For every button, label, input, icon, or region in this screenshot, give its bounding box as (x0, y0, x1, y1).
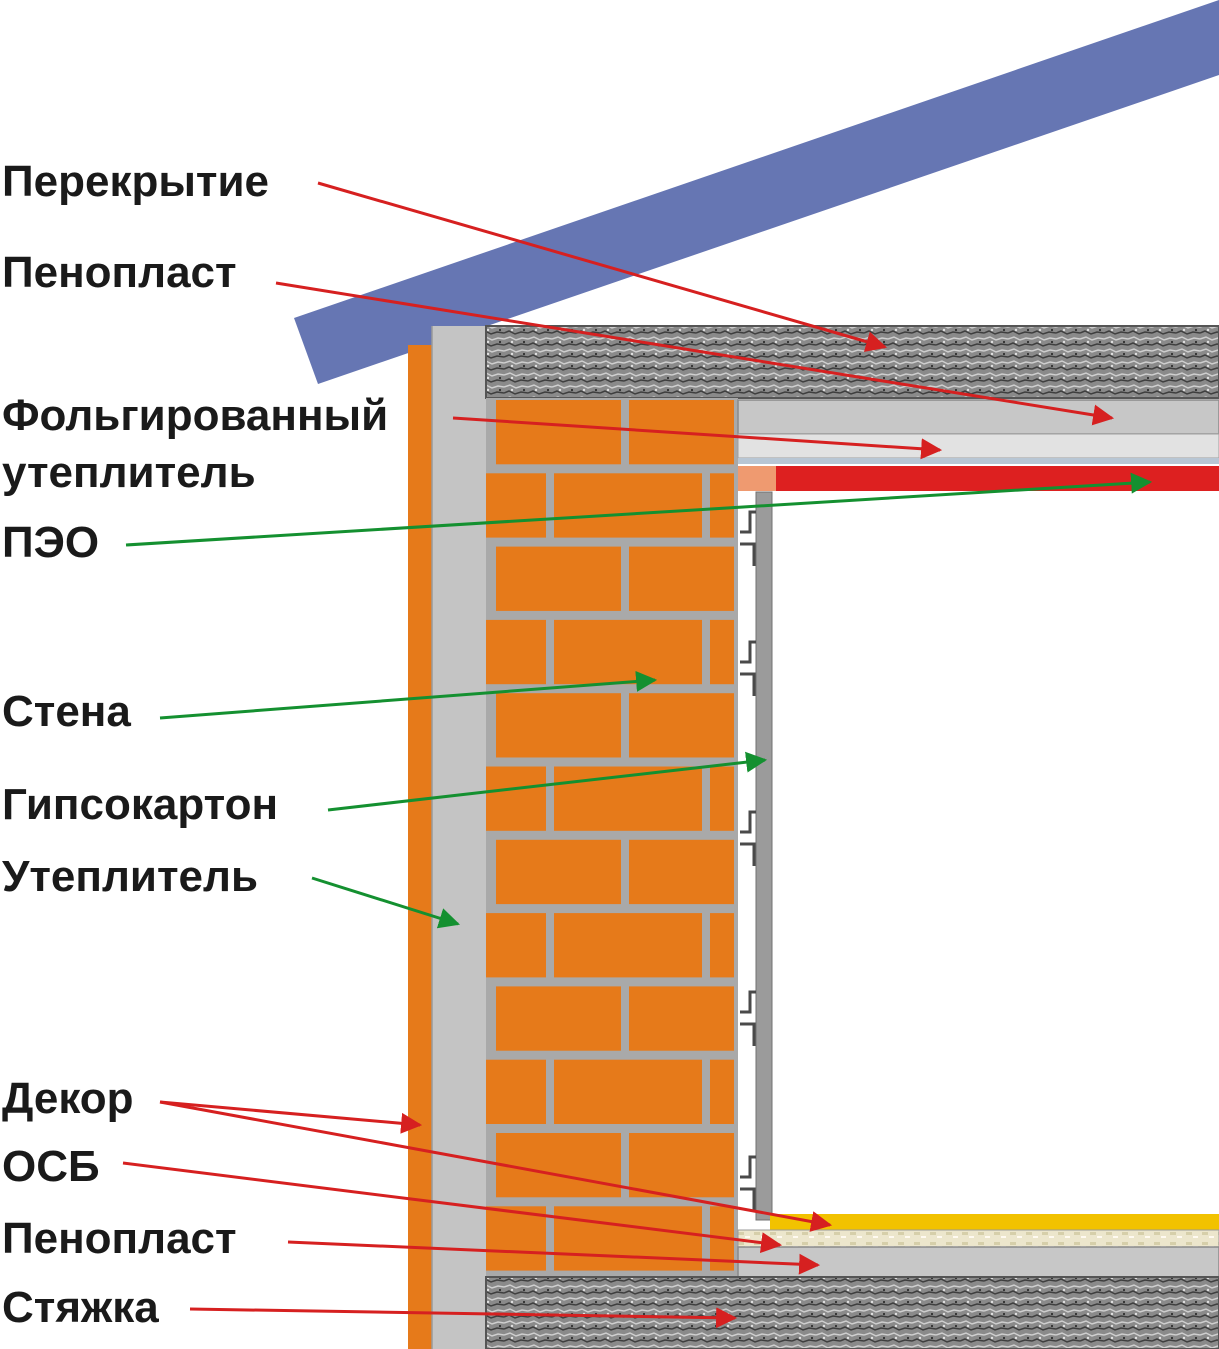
brick (496, 693, 621, 758)
profile-bracket (740, 810, 756, 866)
brick (554, 1059, 702, 1124)
ceiling-foil-insulation (737, 433, 1219, 459)
arrow-stena (159, 670, 658, 720)
label-uteplitel: Утеплитель (2, 852, 258, 901)
arrow-penoplast-bottom (287, 1240, 821, 1275)
label-stena: Стена (2, 687, 131, 736)
arrow-perekrytie (317, 181, 888, 352)
arrow-osb (122, 1161, 783, 1254)
arrows (122, 181, 1153, 1329)
exterior-insulation (432, 326, 486, 1349)
arrow-peo (125, 472, 1153, 547)
brick (554, 913, 702, 978)
profile-bracket (740, 640, 756, 696)
brick (486, 1206, 546, 1271)
brick (710, 473, 734, 538)
brick (710, 1059, 734, 1124)
arrow-gipsokarton (327, 751, 768, 812)
label-perekrytie: Перекрытие (2, 157, 269, 206)
brick-wall (486, 398, 738, 1278)
brick (710, 913, 734, 978)
ceiling-peo-strip (776, 466, 1219, 491)
brick (629, 986, 734, 1051)
label-styazhka: Стяжка (2, 1283, 159, 1332)
profile-bracket (740, 1155, 756, 1211)
decor-plaster-strip (408, 345, 432, 1349)
floor-decor-strip (770, 1214, 1219, 1230)
brick (554, 766, 702, 831)
brick (496, 546, 621, 611)
brick (629, 1133, 734, 1198)
label-foil-line2: утеплитель (2, 448, 256, 497)
drywall-profiles (740, 510, 756, 1211)
arrow-dekor-floor (159, 1100, 833, 1232)
brick (486, 619, 546, 685)
arrow-dekor-wall (159, 1100, 423, 1134)
brick (496, 1133, 621, 1198)
brick (486, 913, 546, 978)
label-osb: ОСБ (2, 1142, 100, 1191)
label-foil-line1: Фольгированный (2, 391, 389, 440)
roof-slab (294, 0, 1219, 384)
brick (496, 400, 621, 465)
brick (629, 546, 734, 611)
profile-bracket (740, 510, 756, 566)
label-dekor: Декор (2, 1074, 134, 1123)
brick (486, 473, 546, 538)
label-penoplast-bottom: Пенопласт (2, 1214, 237, 1263)
profile-bracket (740, 990, 756, 1046)
brick (496, 986, 621, 1051)
arrow-foil (452, 416, 943, 460)
arrow-penoplast-top (275, 281, 1115, 426)
label-penoplast-top: Пенопласт (2, 248, 237, 297)
bottom-screed-slab (486, 1277, 1219, 1349)
brick (554, 1206, 702, 1271)
label-gipsokarton: Гипсокартон (2, 780, 279, 829)
brick (486, 766, 546, 831)
brick (629, 693, 734, 758)
floor-osb (737, 1229, 1219, 1248)
brick (496, 839, 621, 905)
brick (486, 1059, 546, 1124)
arrow-uteplitel (311, 876, 461, 929)
label-peo: ПЭО (2, 518, 100, 567)
brick (554, 473, 702, 538)
floor-penoplast (737, 1246, 1219, 1278)
brick (554, 619, 702, 685)
drywall-board (755, 491, 773, 1221)
brick (710, 766, 734, 831)
brick (629, 839, 734, 905)
arrow-styazhka (189, 1307, 738, 1329)
brick (710, 619, 734, 685)
ceiling-penoplast (737, 399, 1219, 435)
